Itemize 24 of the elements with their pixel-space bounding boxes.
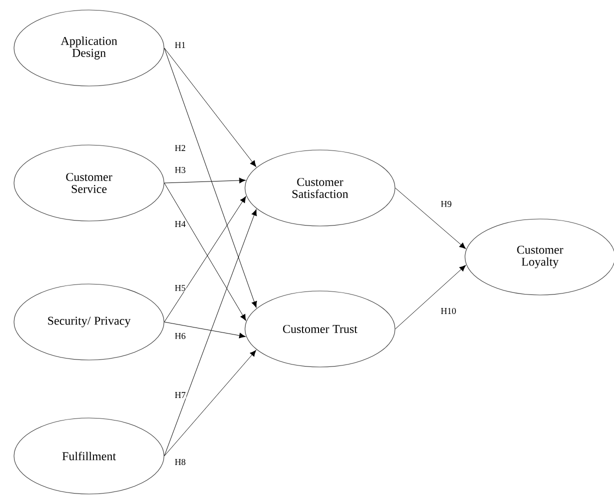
ellipse-node: Application Design <box>14 10 164 86</box>
arrow <box>164 322 246 338</box>
ellipse-node: Customer Trust <box>244 290 396 368</box>
edge-label: H9 <box>440 200 452 208</box>
ellipse-node: Fulfillment <box>14 418 164 494</box>
edge-label: H1 <box>174 42 186 48</box>
ellipse-node: Customer Service <box>14 144 164 222</box>
edge-label: H10 <box>440 307 457 315</box>
arrow <box>164 178 246 184</box>
edge-label: H3 <box>174 166 186 174</box>
edge-label: H8 <box>174 458 186 466</box>
edge-label: H7 <box>174 392 186 398</box>
arrow <box>395 265 466 330</box>
edge-label: H5 <box>174 284 186 292</box>
arrow <box>164 209 257 456</box>
edge-label: H4 <box>174 220 186 228</box>
edge-label: H6 <box>174 332 186 340</box>
ellipse-node: Security/ Privacy <box>14 284 164 360</box>
edge-label: H2 <box>174 144 186 152</box>
arrow <box>164 48 257 308</box>
ellipse-node: Customer Satisfaction <box>244 150 396 226</box>
arrow <box>395 188 466 249</box>
arrow <box>164 48 256 167</box>
arrow <box>164 350 256 456</box>
